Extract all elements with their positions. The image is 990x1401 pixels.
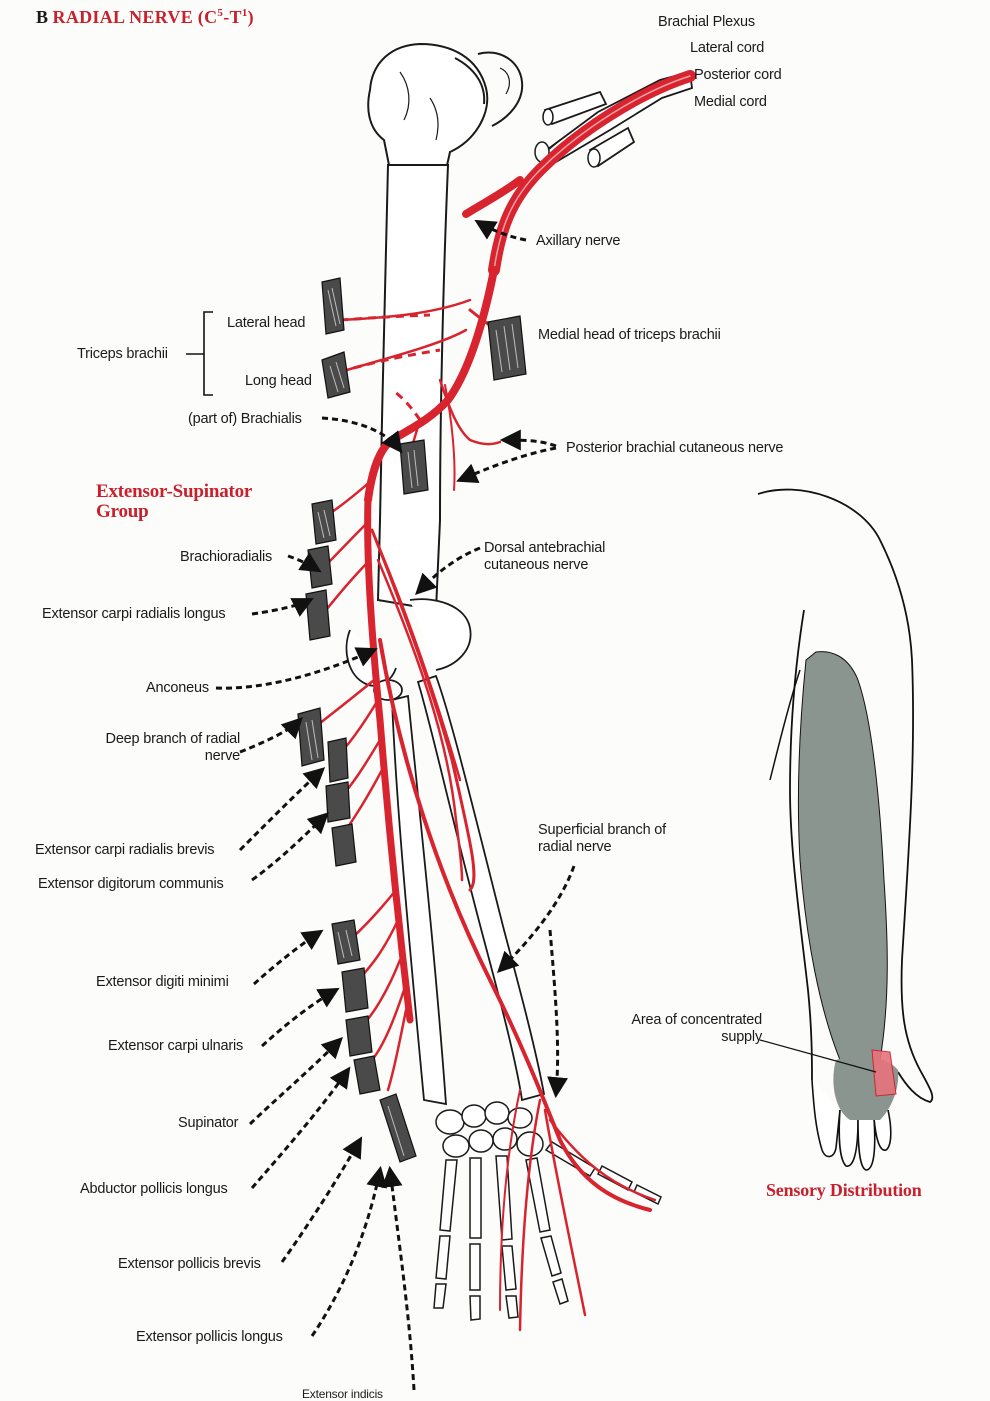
title-mid: -T: [223, 7, 242, 27]
label-triceps-brachii: Triceps brachii: [77, 346, 168, 363]
label-brachial-plexus: Brachial Plexus: [658, 14, 755, 31]
figure-title: B RADIAL NERVE (C5-T1): [36, 7, 254, 28]
label-posterior-cord: Posterior cord: [694, 67, 781, 84]
label-extensor-supinator-group: Extensor-Supinator Group: [96, 482, 296, 522]
label-area-concentrated: Area of concentrated supply: [612, 1012, 762, 1047]
label-axillary-nerve: Axillary nerve: [536, 233, 620, 250]
label-ecu: Extensor carpi ulnaris: [108, 1038, 243, 1055]
label-lateral-cord: Lateral cord: [690, 40, 764, 57]
panel-letter: B: [36, 7, 48, 27]
title-end: ): [248, 7, 254, 27]
label-long-head: Long head: [245, 373, 312, 390]
label-lateral-head: Lateral head: [227, 315, 305, 332]
label-brachialis: (part of) Brachialis: [188, 411, 302, 428]
elbow-joint: [347, 599, 471, 700]
forearm-bones: [392, 676, 544, 1104]
label-edc: Extensor digitorum communis: [38, 876, 224, 893]
label-sensory-distribution: Sensory Distribution: [766, 1181, 922, 1200]
label-epb: Extensor pollicis brevis: [118, 1256, 261, 1273]
carpal-bones: [436, 1102, 543, 1157]
label-epl: Extensor pollicis longus: [136, 1329, 283, 1346]
label-apl: Abductor pollicis longus: [80, 1181, 228, 1198]
label-brachioradialis: Brachioradialis: [180, 549, 272, 566]
label-edm: Extensor digiti minimi: [96, 974, 229, 991]
label-ecrb: Extensor carpi radialis brevis: [35, 842, 214, 859]
label-anconeus: Anconeus: [146, 680, 209, 697]
label-extensor-indicis: Extensor indicis: [302, 1387, 383, 1401]
label-supinator: Supinator: [178, 1115, 238, 1132]
label-medial-head: Medial head of triceps brachii: [538, 327, 721, 344]
label-ecrl: Extensor carpi radialis longus: [42, 606, 225, 623]
label-posterior-brachial-cutaneous: Posterior brachial cutaneous nerve: [566, 440, 783, 457]
label-superficial-branch: Superficial branch of radial nerve: [538, 822, 694, 857]
triceps-bracket: [186, 312, 213, 395]
label-deep-branch: Deep branch of radial nerve: [86, 731, 240, 766]
title-text: RADIAL NERVE (C: [53, 7, 218, 27]
label-dorsal-antebrachial: Dorsal antebrachial cutaneous nerve: [484, 540, 624, 575]
sensory-arm-figure: [758, 490, 932, 1170]
hand-bones: [434, 1142, 661, 1320]
label-medial-cord: Medial cord: [694, 94, 767, 111]
